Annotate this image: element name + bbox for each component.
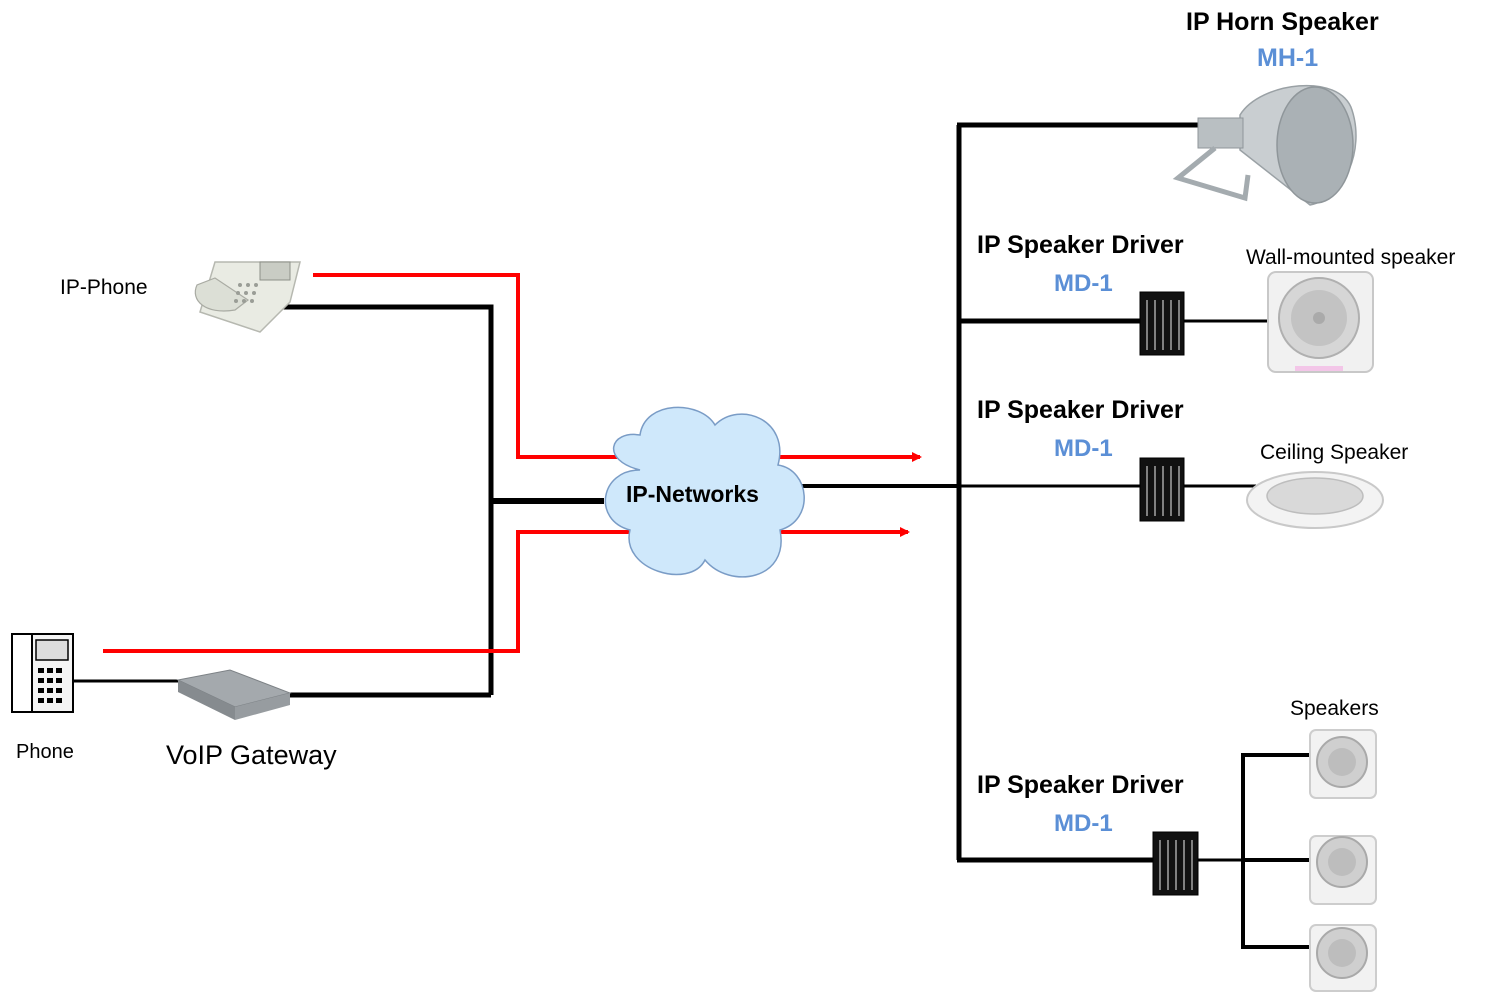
speaker-driver-3-icon [1152,831,1199,896]
phone-label: Phone [16,741,74,763]
ip-networks-label: IP-Networks [626,481,759,507]
ip-phone-icon [194,261,301,333]
horn-speaker-title: IP Horn Speaker [1186,8,1379,36]
horn-speaker-model: MH-1 [1257,44,1319,72]
speaker-driver-3-title: IP Speaker Driver [977,771,1184,799]
speaker-driver-2-icon [1139,457,1185,522]
phone-signal-path [103,527,910,653]
signal-paths [103,273,922,653]
speaker-driver-1-title: IP Speaker Driver [977,231,1184,259]
voip-gateway-label: VoIP Gateway [166,740,337,770]
speaker-driver-3-model: MD-1 [1054,810,1113,837]
horn-speaker-icon [1172,84,1357,206]
speaker-driver-2-title: IP Speaker Driver [977,396,1184,424]
speaker-2-icon [1309,835,1377,905]
ip-phone-label: IP-Phone [60,276,148,299]
speakers-bus [1241,753,1310,949]
wall-speaker-label: Wall-mounted speaker [1246,246,1456,269]
ip-phone-link [268,304,494,695]
ceiling-speaker-icon [1246,471,1384,529]
ceiling-speaker-label: Ceiling Speaker [1260,441,1409,464]
speaker-3-icon [1309,924,1377,992]
speaker-1-icon [1309,729,1377,799]
right-network-lines [793,122,1310,949]
voip-gateway-icon [176,669,292,720]
ip-phone-signal-path [313,273,922,462]
wall-speaker-icon [1267,271,1374,373]
speakers-label: Speakers [1290,697,1379,720]
speaker-driver-2-model: MD-1 [1054,435,1113,462]
phone-icon [11,633,74,713]
left-network-lines [268,304,604,698]
speaker-driver-1-model: MD-1 [1054,270,1113,297]
speaker-driver-1-icon [1139,291,1185,356]
ip-networks-cloud [604,406,805,578]
